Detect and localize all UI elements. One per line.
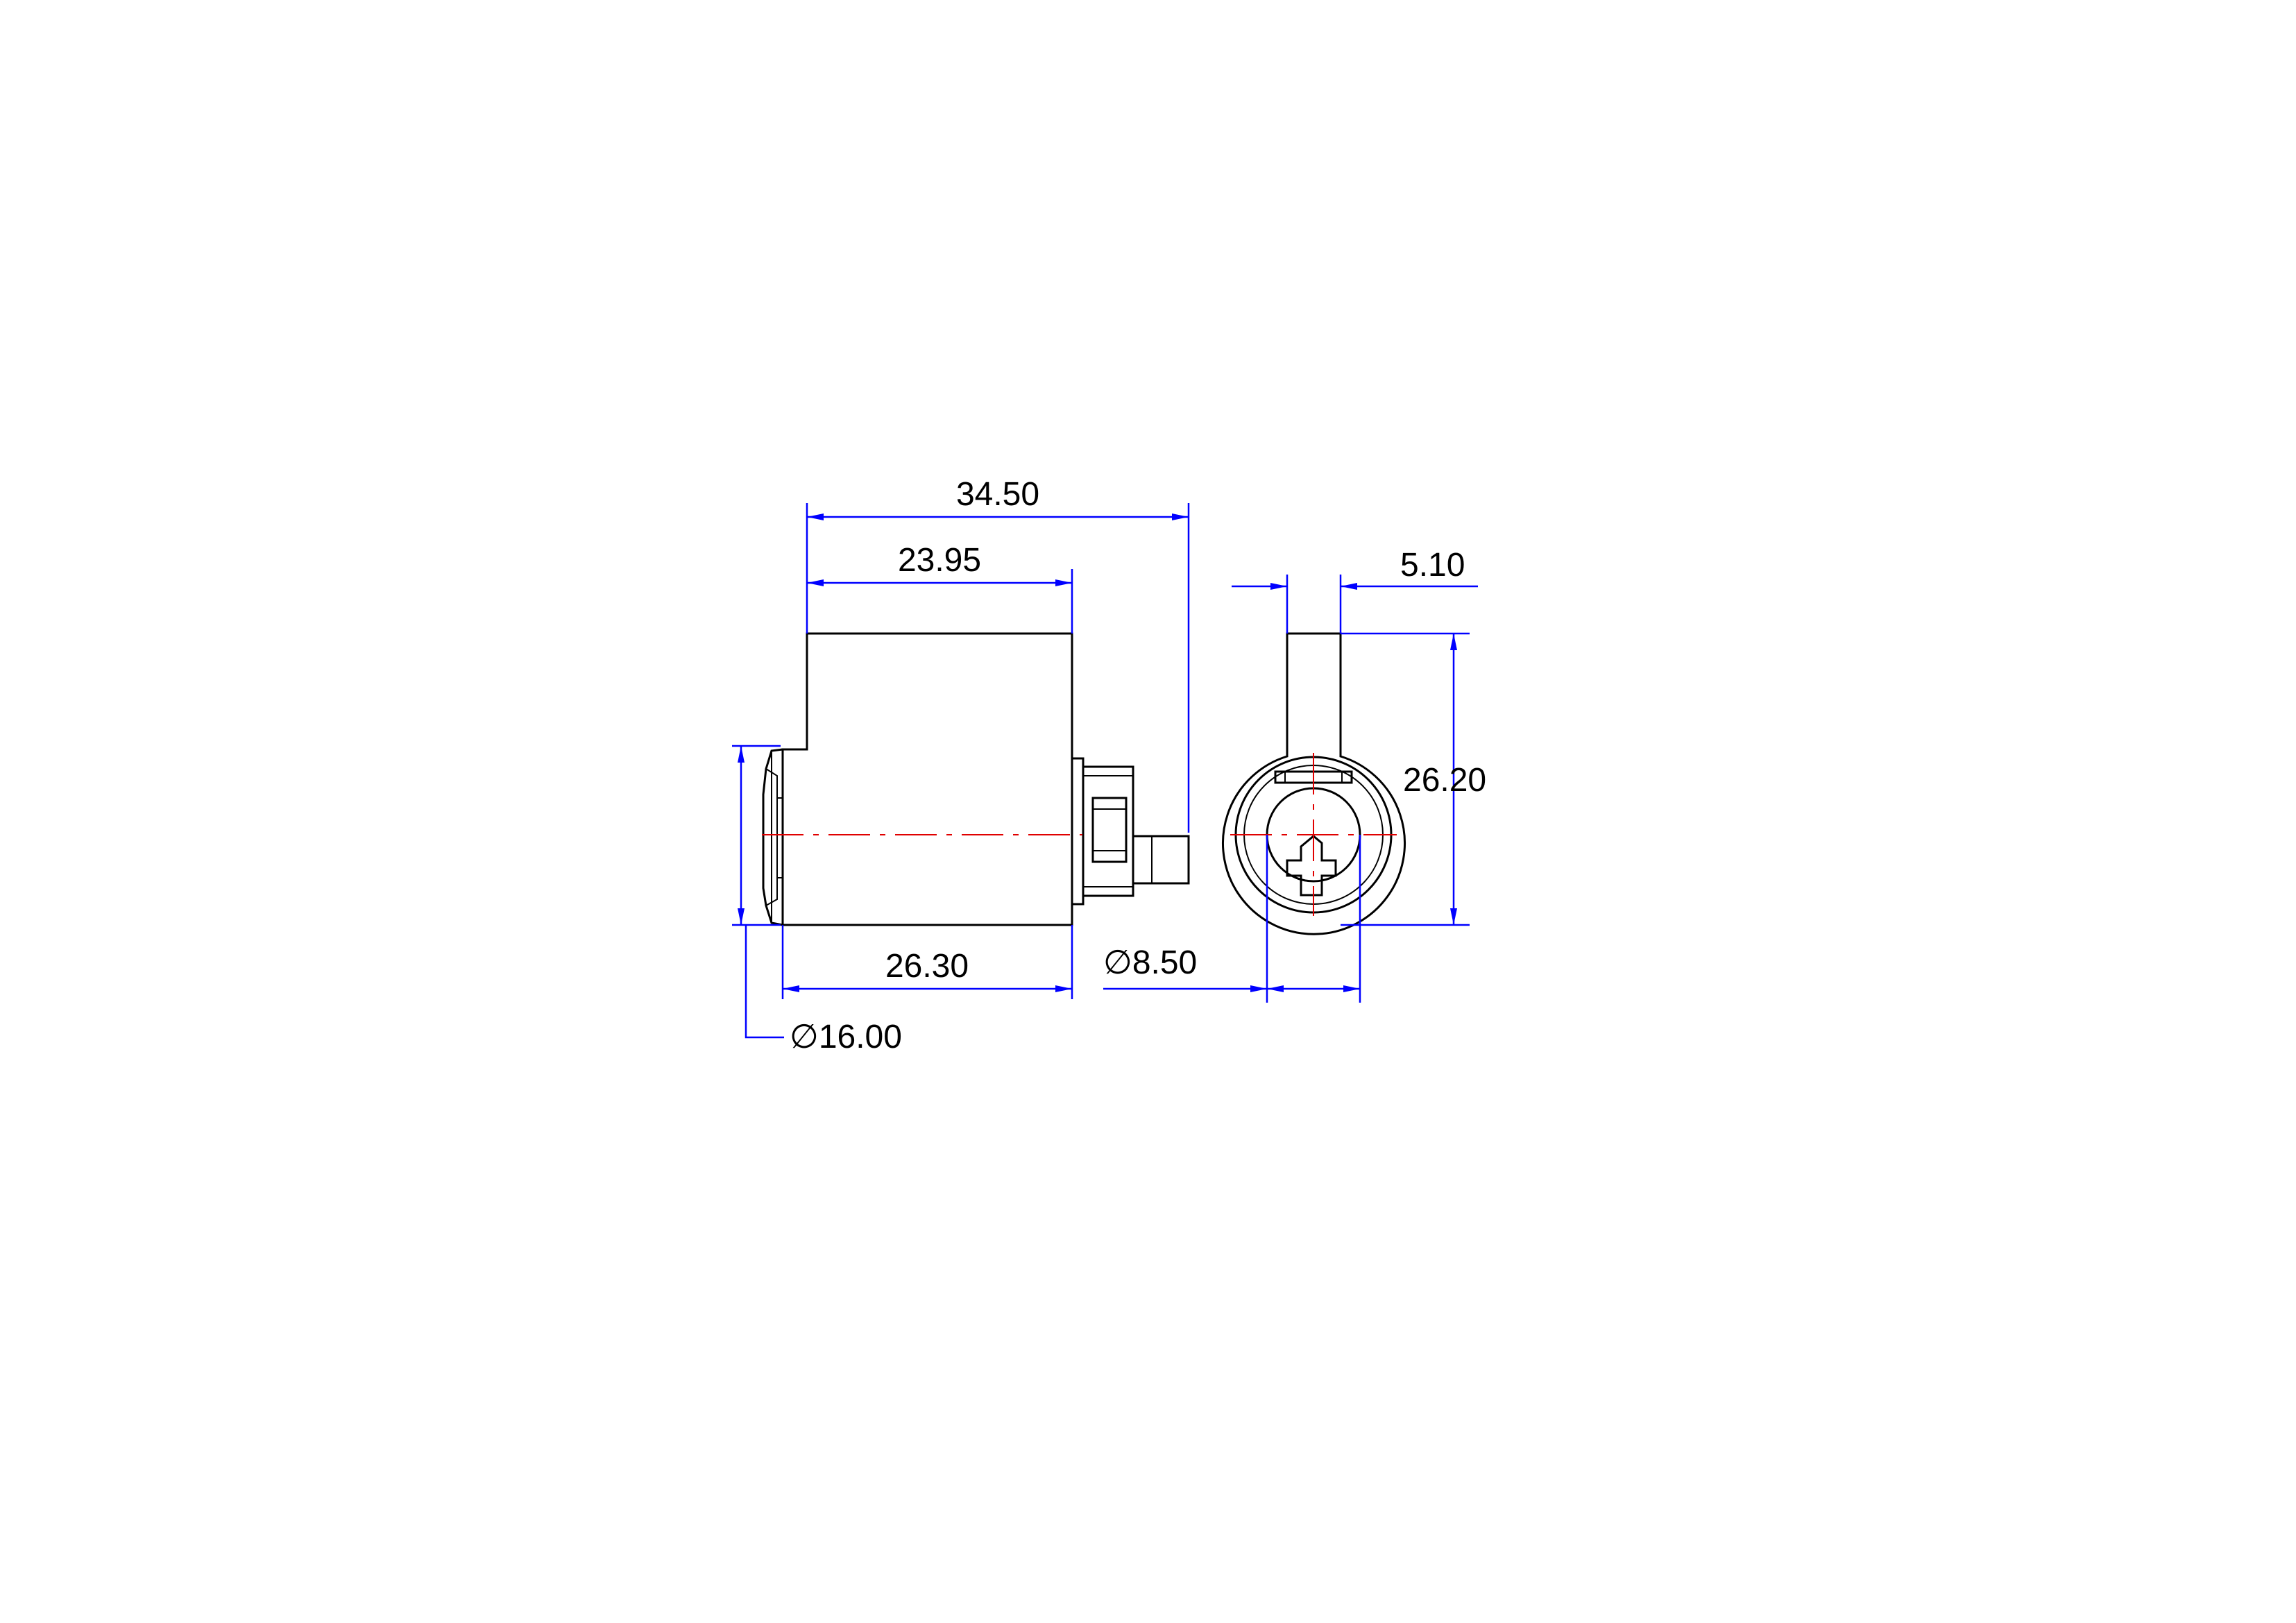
dim-label-cam-width: 5.10 xyxy=(1400,547,1465,584)
dimension-face-diameter: ∅16.00 xyxy=(732,745,902,1055)
cylinder-body-outline xyxy=(781,632,1073,926)
dimension-total-height: 26.20 xyxy=(1341,632,1486,926)
side-view xyxy=(762,632,1190,926)
dimension-plug-diameter: ∅8.50 xyxy=(1103,835,1361,1003)
front-face xyxy=(762,748,783,926)
dimension-lower-length: 26.30 xyxy=(781,925,1073,999)
cam-spindle xyxy=(1132,835,1190,885)
end-view xyxy=(1222,632,1406,935)
dim-label-total-height: 26.20 xyxy=(1403,762,1486,799)
rear-nut xyxy=(1071,757,1134,906)
dimension-overall-length: 34.50 xyxy=(806,476,1190,833)
end-view-outline xyxy=(1222,632,1406,935)
dim-label-overall-length: 34.50 xyxy=(956,476,1039,513)
dim-label-body-length: 23.95 xyxy=(898,542,981,579)
dimension-cam-width: 5.10 xyxy=(1232,547,1478,634)
dim-label-plug-diameter: ∅8.50 xyxy=(1103,944,1197,981)
dim-label-face-diameter: ∅16.00 xyxy=(790,1019,902,1055)
dim-label-lower-length: 26.30 xyxy=(885,948,969,985)
dimension-body-length: 23.95 xyxy=(807,542,1073,634)
keyway xyxy=(1286,835,1337,897)
